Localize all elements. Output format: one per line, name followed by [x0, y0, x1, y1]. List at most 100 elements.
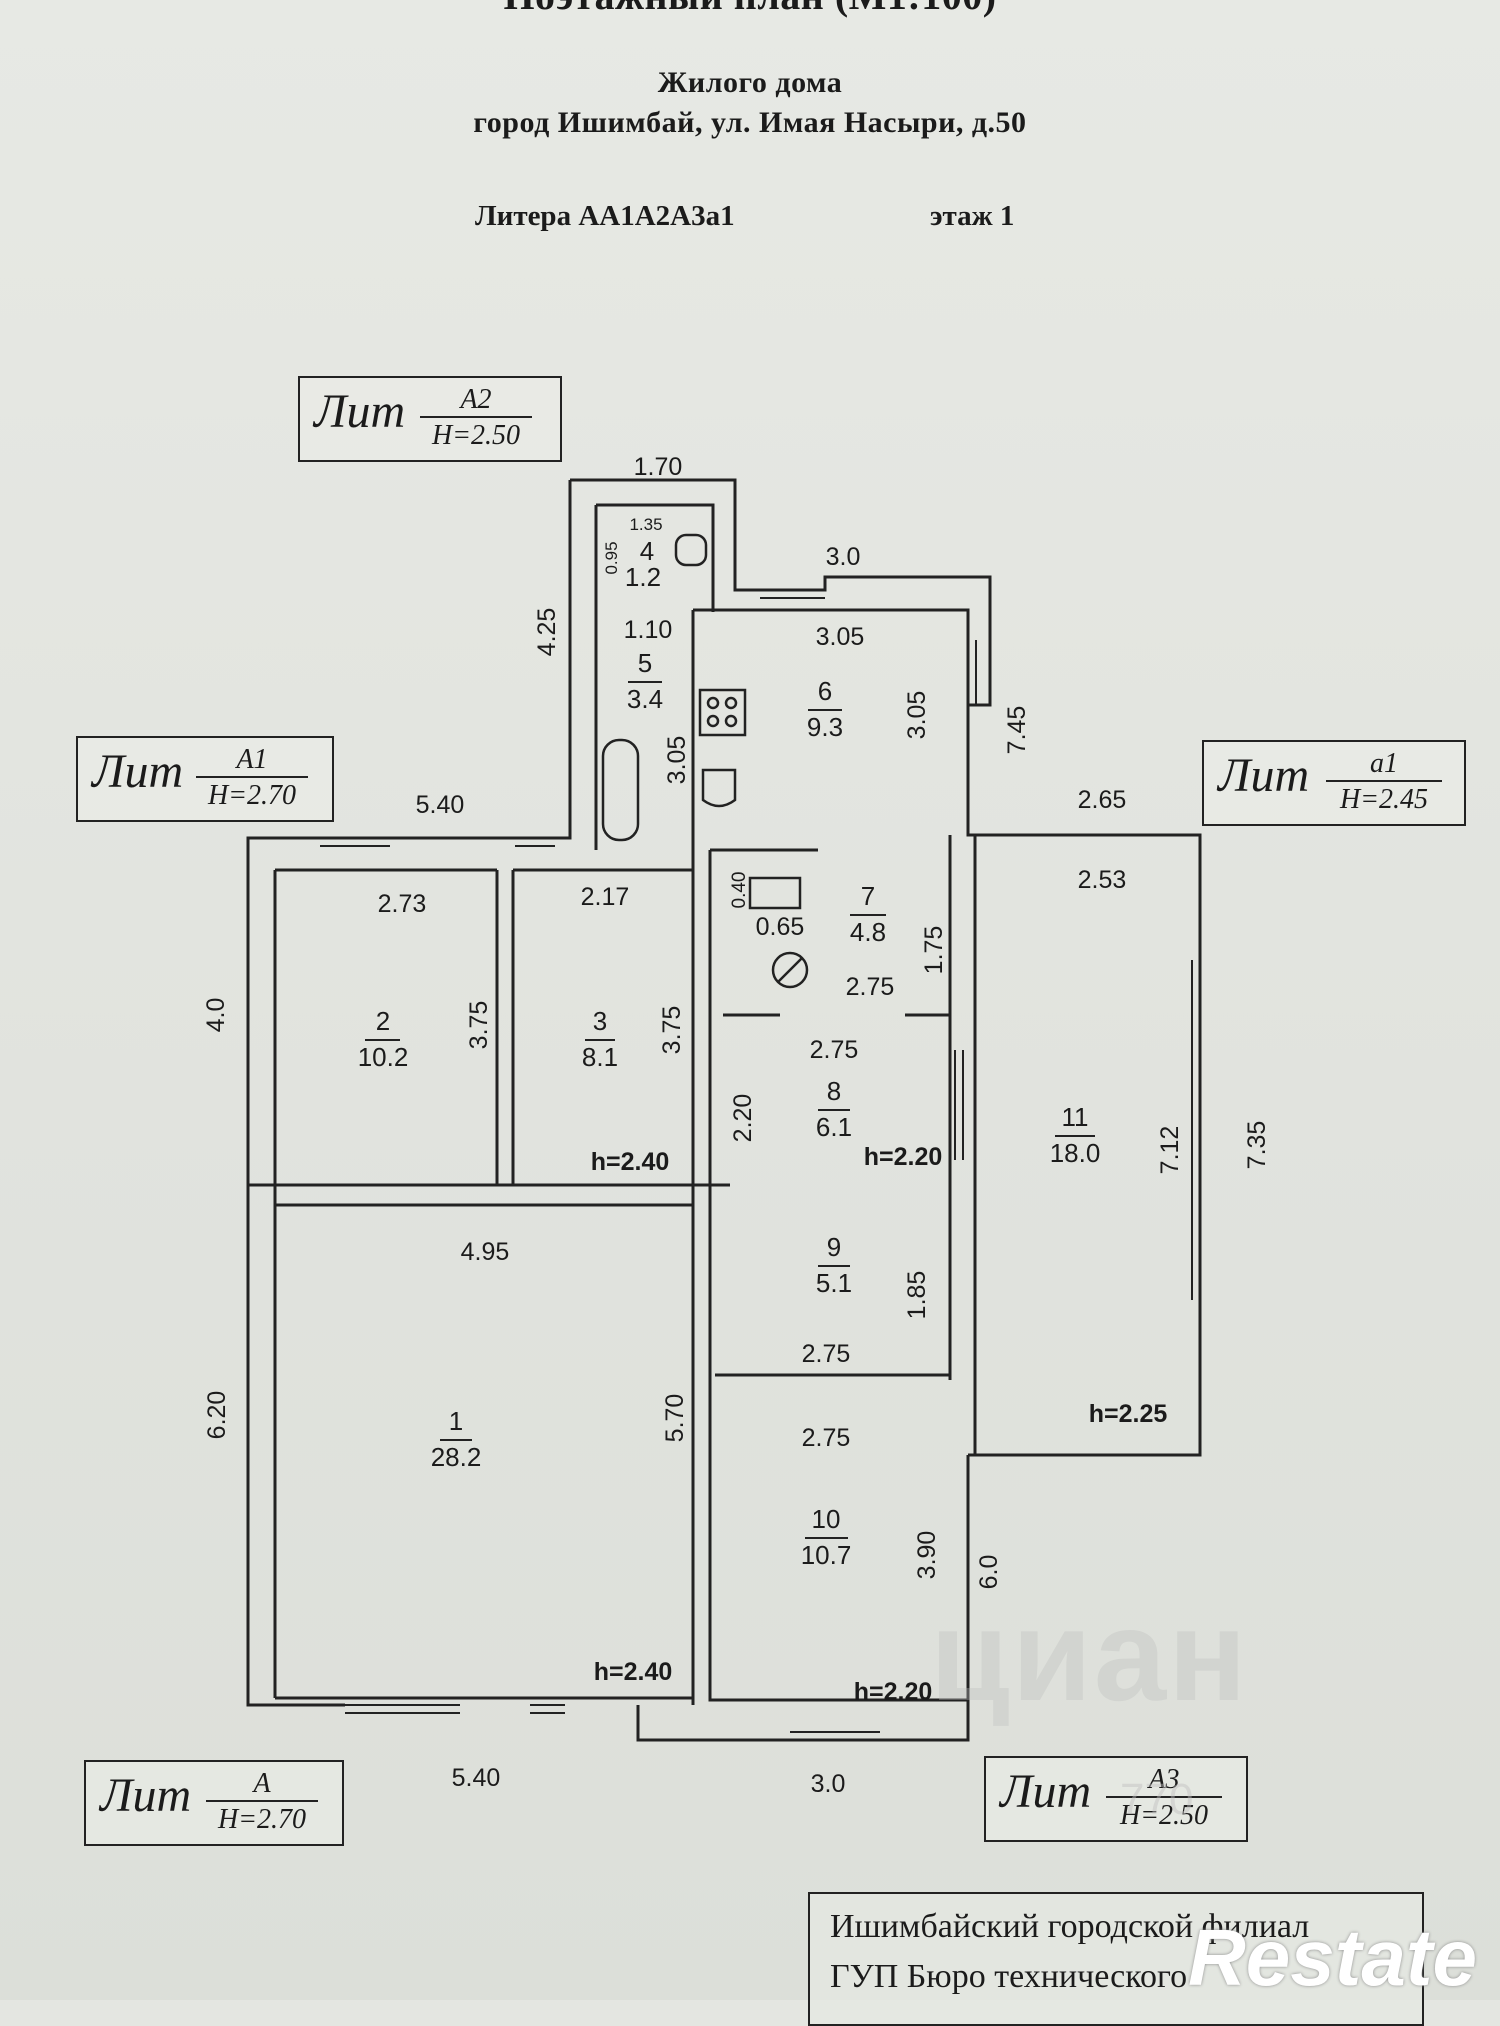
wall-room4	[596, 503, 715, 612]
room-number: 10	[812, 1504, 841, 1534]
dim-label: 3.05	[663, 736, 691, 785]
ceiling-height: h=2.40	[591, 1148, 670, 1176]
room-area: 6.1	[816, 1112, 852, 1142]
walls	[246, 478, 1202, 1742]
boiler-icon	[748, 876, 802, 910]
litera-height: H=2.50	[1119, 1800, 1209, 1831]
room-number: 7	[861, 881, 875, 911]
room-area: 18.0	[1050, 1138, 1101, 1168]
toilet-icon	[674, 533, 708, 567]
litera-height: H=2.50	[431, 420, 521, 451]
room-number: 3	[593, 1006, 607, 1036]
dim-label: 7.12	[1156, 1126, 1184, 1175]
wall-corridor-inner	[708, 850, 968, 1702]
dim-label: 2.75	[810, 1036, 859, 1064]
litera-word: Лит	[100, 1769, 192, 1822]
dim-label: 1.75	[920, 926, 948, 975]
ceiling-height: h=2.20	[864, 1143, 943, 1171]
litera-box-a: Лит А H=2.70	[84, 1760, 344, 1846]
plan-title: Поэтажный план (М1:100)	[0, 0, 1500, 19]
room-area: 28.2	[431, 1442, 482, 1472]
dim-label: 3.05	[903, 691, 931, 740]
office-line-2: ГУП Бюро технического	[830, 1958, 1188, 1995]
restate-logo: Restate	[1188, 1913, 1478, 2002]
room-area: 4.8	[850, 917, 886, 947]
dim-label: 2.75	[802, 1340, 851, 1368]
office-line-1: Ишимбайский городской филиал	[830, 1908, 1310, 1945]
room-number: 5	[638, 648, 652, 678]
dim-label: 0.40	[729, 872, 750, 909]
room-labels: 1 28.2 2 10.2 3 8.1 4 1.2 5 3.4 6 9.3 7 …	[358, 536, 1101, 1570]
room-area: 3.4	[627, 684, 663, 714]
dim-label: 3.90	[913, 1531, 941, 1580]
litera-word: Лит	[314, 385, 406, 438]
ceiling-height: h=2.40	[594, 1658, 673, 1686]
ceiling-height: h=2.20	[854, 1678, 933, 1706]
litera-box-a1: Лит А1 H=2.70	[76, 736, 334, 822]
dimension-labels-vertical: 4.25 0.95 3.05 3.05 7.45 4.0 3.75 3.75 0…	[202, 541, 1271, 1589]
litera-height: H=2.70	[207, 780, 297, 811]
room-area: 10.2	[358, 1042, 409, 1072]
dim-label: 4.95	[461, 1238, 510, 1266]
litera-height: H=2.70	[217, 1804, 307, 1835]
dim-label: 2.73	[378, 890, 427, 918]
room-area: 5.1	[816, 1268, 852, 1298]
dim-label: 0.65	[756, 913, 805, 941]
dim-label: 2.75	[802, 1424, 851, 1452]
litera-word: Лит	[92, 745, 184, 798]
dim-label: 5.70	[661, 1394, 689, 1443]
dim-label: 1.35	[629, 515, 662, 534]
dim-label: 2.20	[729, 1094, 757, 1143]
fixtures	[601, 533, 809, 989]
floor-label: этаж 1	[930, 200, 1015, 232]
gas-meter-icon	[771, 951, 809, 989]
room-number: 9	[827, 1232, 841, 1262]
dim-label: 1.70	[634, 453, 683, 481]
ceiling-heights: h=2.40 h=2.20 h=2.25 h=2.40 h=2.20	[591, 1143, 1168, 1706]
dim-label: 3.0	[826, 543, 861, 571]
wall-room6	[693, 608, 970, 835]
dim-label: 2.53	[1078, 866, 1127, 894]
dim-label: 6.0	[975, 1555, 1003, 1590]
cian-watermark: циан	[930, 1582, 1249, 1728]
sink-icon	[701, 768, 737, 808]
room-number: 11	[1062, 1102, 1089, 1132]
dim-label: 3.75	[465, 1001, 493, 1050]
litera-code: А2	[420, 384, 532, 418]
litera-word: Лит	[1218, 749, 1310, 802]
room-area: 8.1	[582, 1042, 618, 1072]
dim-label: 3.75	[658, 1006, 686, 1055]
dim-label: 5.40	[452, 1764, 501, 1792]
litera-box-a1a: Лит а1 H=2.45	[1202, 740, 1466, 826]
stove-icon	[698, 688, 747, 737]
dim-label: 0.95	[602, 541, 621, 574]
room-area: 9.3	[807, 712, 843, 742]
litera-code: а1	[1326, 748, 1442, 782]
dim-label: 2.65	[1078, 786, 1127, 814]
litera-word: Лит	[1000, 1765, 1092, 1818]
room-area: 10.7	[801, 1540, 852, 1570]
litera-code: А1	[196, 744, 308, 778]
litera-code: А3	[1106, 1764, 1222, 1798]
dim-label: 1.10	[624, 616, 673, 644]
dim-label: 4.25	[533, 608, 561, 657]
bathtub-icon	[601, 738, 640, 842]
plan-subtitle-address: город Ишимбай, ул. Имая Насыри, д.50	[473, 106, 1027, 139]
room-number: 8	[827, 1076, 841, 1106]
litera-code: А	[206, 1768, 318, 1802]
ceiling-height: h=2.25	[1089, 1400, 1168, 1428]
dim-label: 4.0	[202, 998, 230, 1033]
dim-label: 3.0	[811, 1770, 846, 1798]
dim-label: 5.40	[416, 791, 465, 819]
dimension-labels: 1.70 3.0 1.35 1.10 3.05 5.40 2.73 2.17 0…	[378, 453, 1127, 1798]
dim-label: 3.05	[816, 623, 865, 651]
room-number: 2	[376, 1006, 390, 1036]
outer-wall-west	[246, 480, 572, 1707]
dim-label: 7.45	[1003, 706, 1031, 755]
room-number: 6	[818, 676, 832, 706]
dim-label: 2.75	[846, 973, 895, 1001]
room-area: 1.2	[625, 562, 661, 592]
dim-label: 2.17	[581, 883, 630, 911]
